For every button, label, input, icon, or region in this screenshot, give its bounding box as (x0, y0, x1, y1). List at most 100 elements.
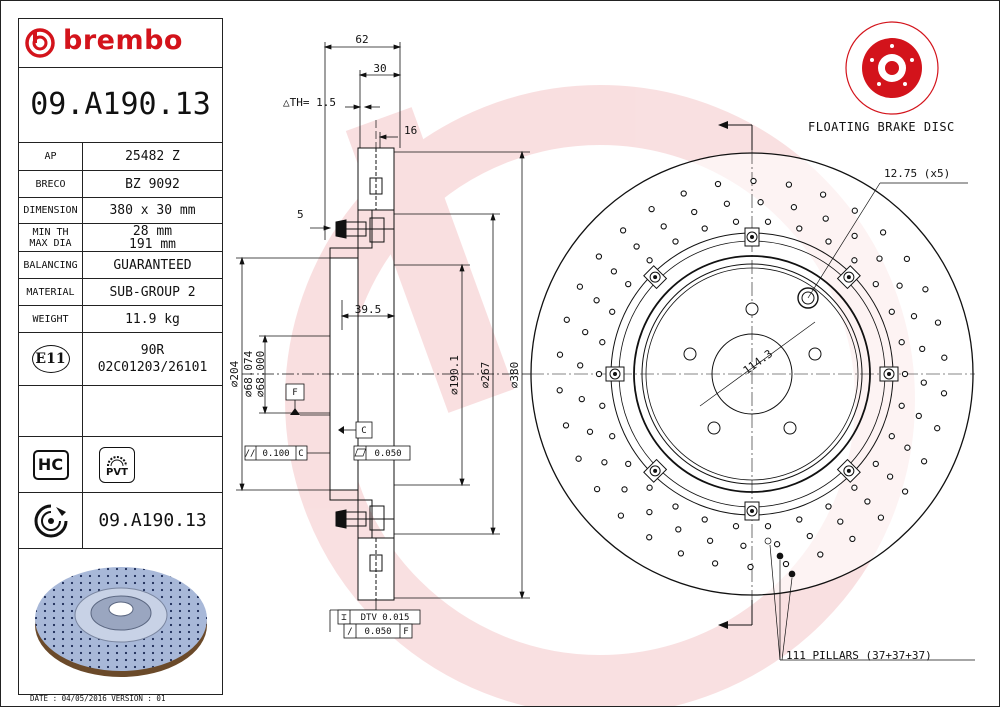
drill-hole (910, 313, 918, 320)
drill-hole (806, 532, 813, 540)
drill-hole (621, 486, 628, 493)
drill-hole (646, 484, 653, 491)
drill-hole (849, 535, 856, 543)
drill-hole (691, 208, 698, 216)
spec-row-material: MATERIAL SUB-GROUP 2 (19, 279, 222, 306)
drill-hole (680, 190, 687, 197)
pvt-cell: PVT (83, 437, 222, 492)
pvt-gauge-icon (107, 455, 127, 466)
dim-th: △TH= 1.5 (283, 96, 336, 109)
spec-label-max-dia: MAX DIA (29, 237, 72, 249)
disc-type-icon (845, 21, 939, 115)
drill-hole (740, 542, 747, 549)
drill-hole (837, 518, 844, 525)
spec-value-max-dia: 191 mm (129, 236, 176, 252)
spec-panel: brembo 09.A190.13 AP 25482 Z BRECO BZ 90… (18, 18, 223, 695)
drill-hole (610, 268, 618, 275)
section-dimensions (236, 42, 530, 600)
spec-label: MATERIAL (19, 279, 83, 305)
spec-label: AP (19, 143, 83, 170)
drill-hole (896, 282, 903, 289)
drill-hole (609, 433, 616, 440)
drill-hole (785, 181, 793, 188)
drill-hole (940, 390, 948, 397)
drill-hole (609, 308, 616, 315)
drill-hole (877, 514, 885, 521)
drill-hole (898, 339, 905, 346)
dim-holes: 12.75 (x5) (884, 167, 950, 180)
spec-value: 28 mm 191 mm (83, 224, 222, 251)
spec-row-min-max: MIN TH MAX DIA 28 mm 191 mm (19, 224, 222, 252)
drill-hole (711, 560, 719, 567)
disc-icon-cell (19, 493, 83, 548)
part-number-row: 09.A190.13 (19, 493, 222, 549)
drill-hole (672, 503, 679, 510)
parallelism-tolerance: // 0.100 C (245, 445, 330, 461)
drill-hole (601, 459, 608, 466)
drill-hole (872, 280, 879, 288)
pvt-badge-icon: PVT (99, 446, 135, 483)
approval-badge-cell: E11 (19, 333, 83, 385)
drill-hole (901, 370, 909, 378)
drill-hole (646, 534, 653, 541)
spec-value-min-th: 28 mm (132, 223, 173, 239)
drill-hole (872, 460, 879, 468)
drill-hole (782, 560, 790, 568)
bobbin (643, 265, 668, 290)
drill-hole (819, 191, 827, 198)
bobbin (744, 227, 760, 247)
brand-name: brembo (63, 25, 183, 56)
drill-hole (556, 387, 563, 394)
approval-line2: 02C01203/26101 (97, 360, 208, 375)
hc-badge-icon: HC (32, 449, 69, 480)
empty-cell (19, 386, 83, 436)
drill-hole (919, 345, 926, 353)
runout-tol: 0.050 (364, 627, 391, 637)
dim-d204: ⌀204 (228, 360, 241, 387)
drill-hole (646, 508, 653, 516)
drill-hole (864, 498, 871, 505)
drill-hole (879, 229, 887, 236)
parallel-tol: 0.100 (262, 449, 289, 459)
drill-hole (904, 444, 911, 451)
spec-value: BZ 9092 (125, 176, 180, 192)
drill-hole (582, 328, 589, 336)
drill-hole (876, 255, 883, 262)
datum-f: F (292, 388, 297, 398)
drill-hole (625, 280, 632, 288)
drill-hole (599, 339, 606, 346)
disc-render-image (35, 567, 207, 677)
drill-hole (750, 177, 757, 185)
spec-row-breco: BRECO BZ 9092 (19, 171, 222, 198)
drill-hole (723, 200, 731, 207)
drill-hole (701, 516, 708, 523)
spec-row-ap: AP 25482 Z (19, 143, 222, 171)
pvt-label: PVT (106, 466, 128, 478)
drill-hole (796, 516, 803, 523)
drill-hole (660, 223, 667, 230)
drill-hole (578, 395, 585, 403)
drill-hole (556, 351, 564, 358)
drill-hole (764, 523, 772, 530)
approval-value: 90R 02C01203/26101 (83, 333, 222, 385)
drill-hole (747, 563, 754, 571)
approval-row: E11 90R 02C01203/26101 (19, 333, 222, 386)
drill-hole (773, 541, 781, 548)
dim-d68-000: ⌀68.000 (254, 351, 267, 397)
drill-hole (934, 425, 941, 432)
bobbin (744, 501, 760, 521)
drill-hole (732, 218, 740, 225)
svg-text:/: / (347, 627, 352, 637)
spec-row-dimension: DIMENSION 380 x 30 mm (19, 198, 222, 224)
spec-label: BRECO (19, 171, 83, 197)
technical-drawing: 62 30 △TH= 1.5 16 5 39.5 ⌀204 ⌀68.074 ⌀6… (228, 21, 975, 706)
drill-hole (764, 218, 772, 225)
drill-hole (851, 484, 858, 491)
parallel-ref: C (298, 449, 303, 459)
cross-drilled-holes (556, 177, 948, 571)
drill-hole (633, 243, 640, 250)
drill-hole (706, 537, 714, 544)
spec-value: 25482 Z (125, 149, 180, 164)
drill-hole (619, 227, 627, 234)
spec-row-balancing: BALANCING GUARANTEED (19, 252, 222, 279)
